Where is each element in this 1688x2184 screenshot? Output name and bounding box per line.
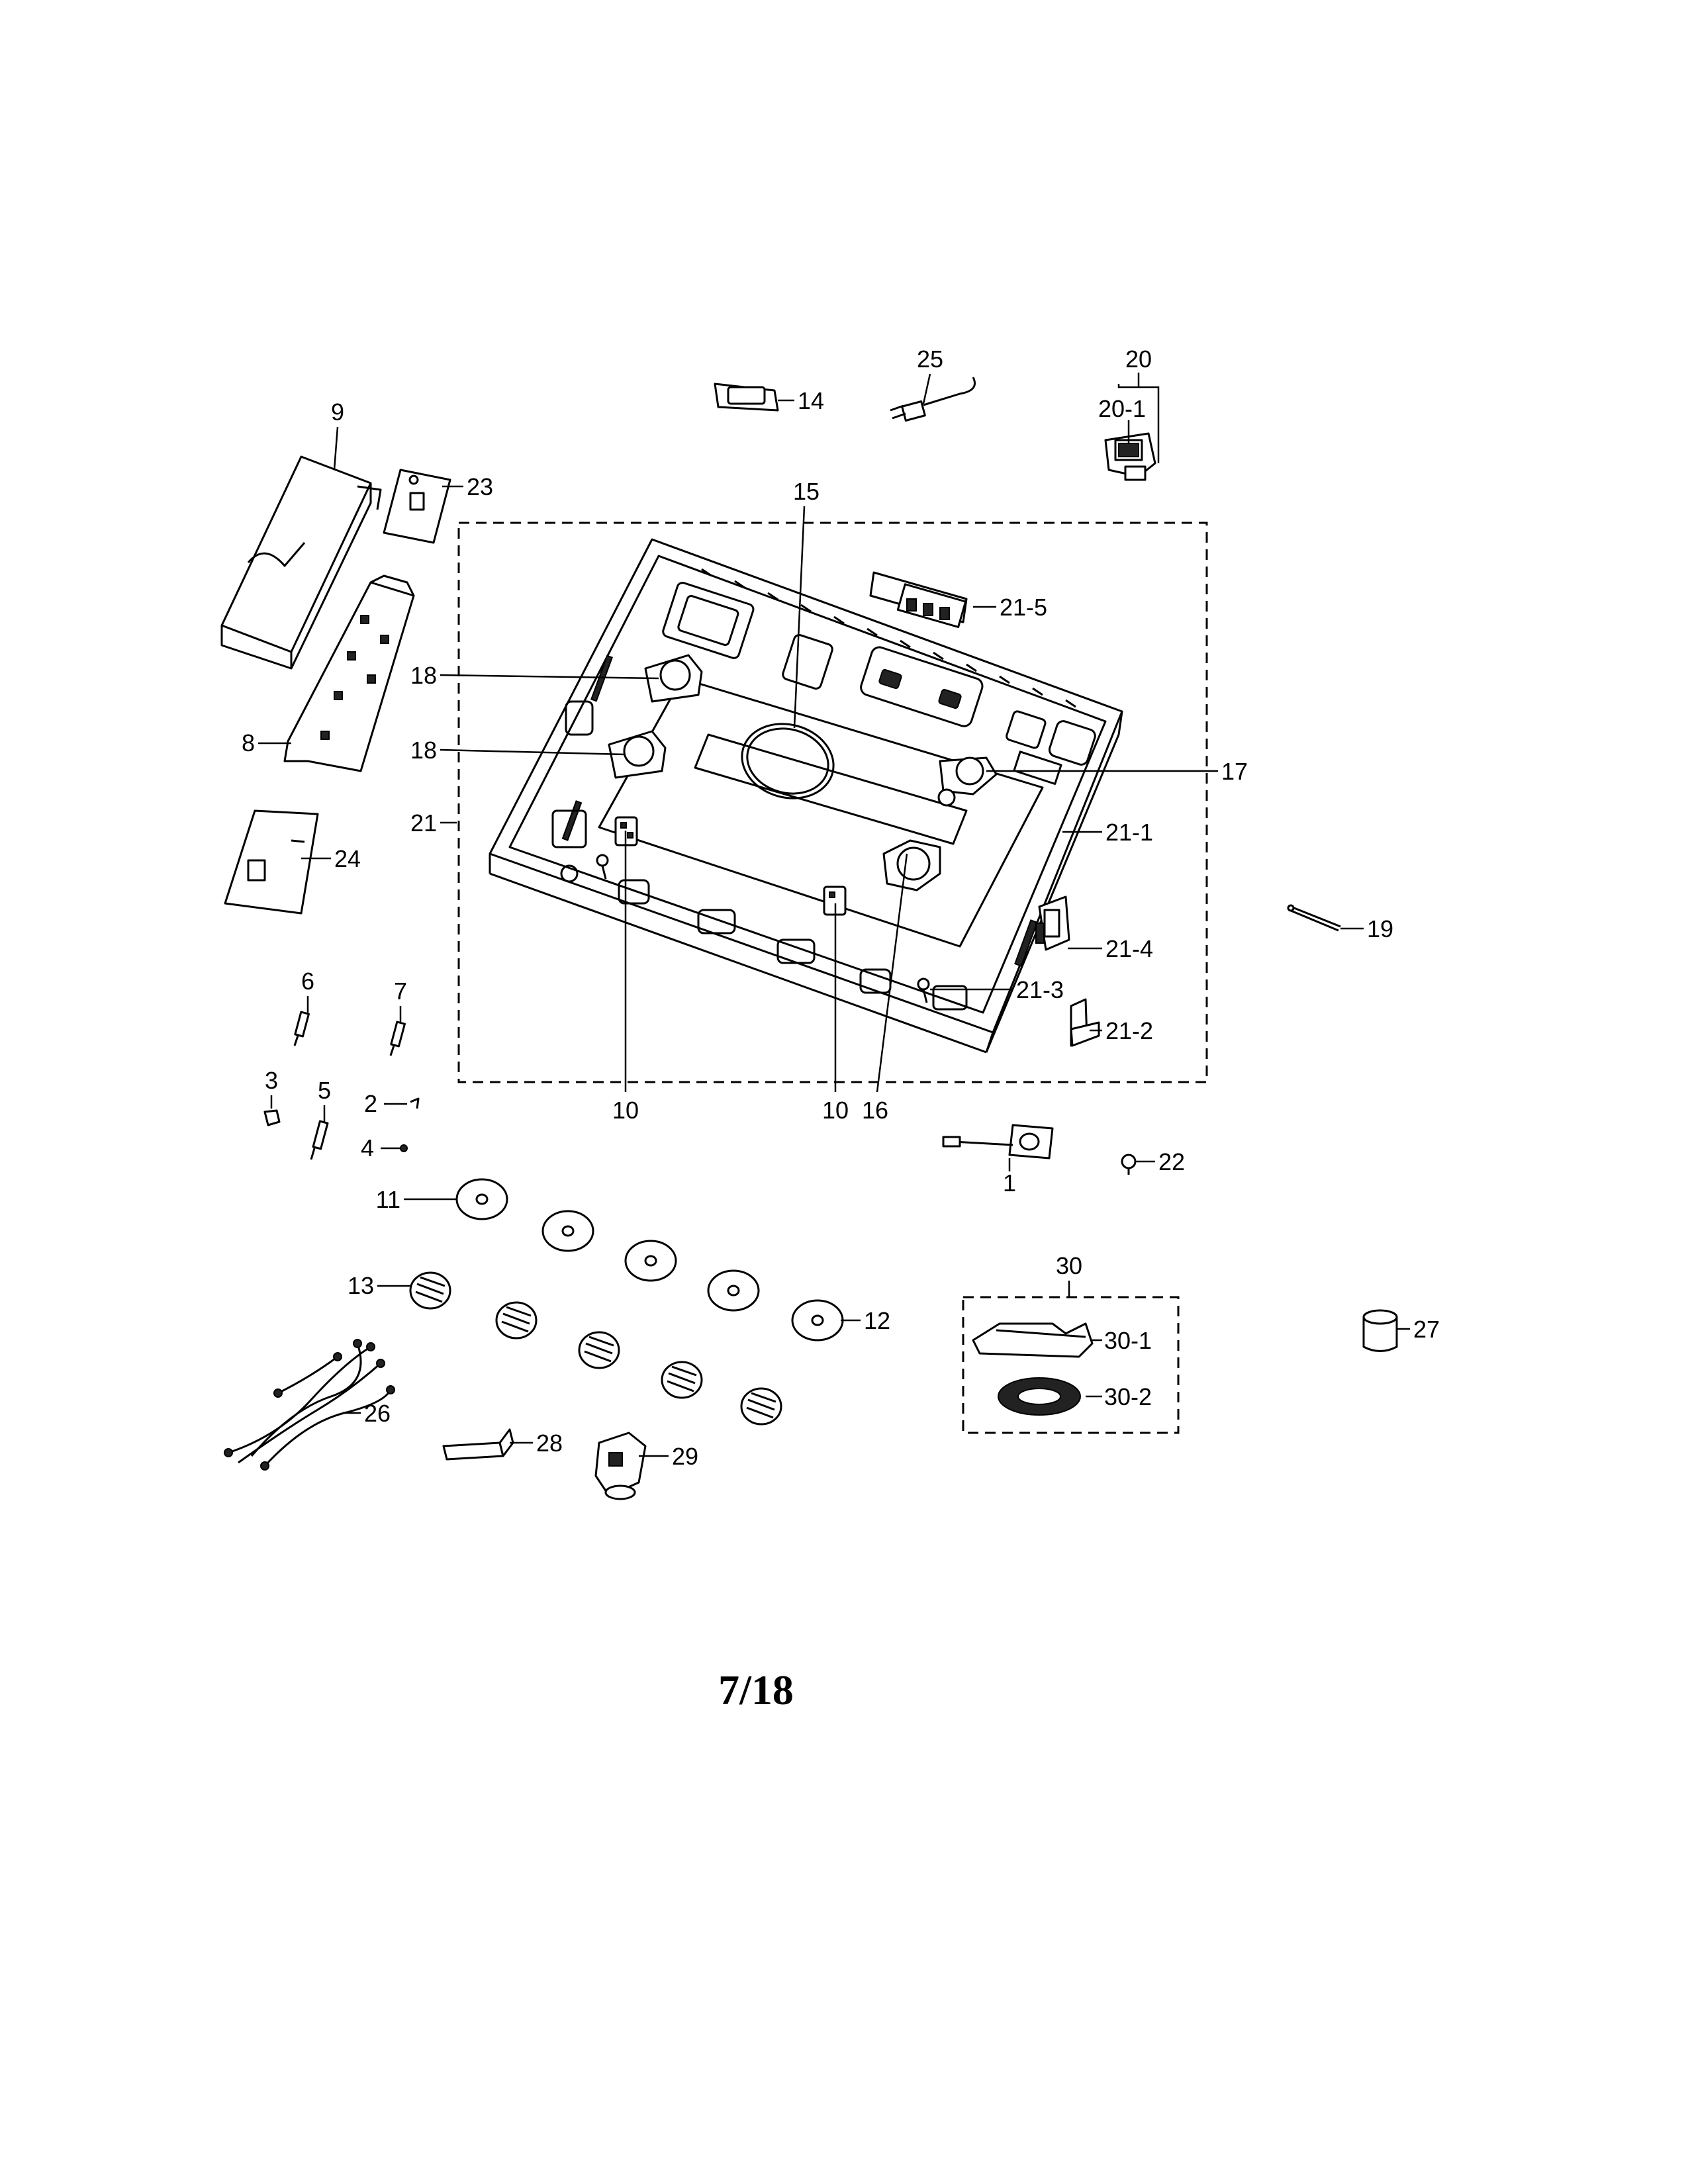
callout-30: 30 bbox=[1056, 1252, 1082, 1279]
callout-26: 26 bbox=[364, 1400, 391, 1427]
part-30-2-gasket bbox=[998, 1377, 1102, 1416]
page-number: 7/18 bbox=[718, 1666, 794, 1713]
callout-21: 21 bbox=[410, 809, 437, 837]
callout-15: 15 bbox=[793, 478, 820, 505]
callout-16: 16 bbox=[862, 1097, 888, 1124]
callout-12: 12 bbox=[864, 1307, 890, 1334]
callout-18-lower: 18 bbox=[410, 737, 437, 764]
part-21-2-bracket bbox=[1070, 998, 1100, 1047]
callout-14: 14 bbox=[798, 387, 824, 414]
part-24-pcb bbox=[224, 809, 331, 915]
part-22-screw bbox=[1121, 1154, 1155, 1175]
callout-13: 13 bbox=[348, 1272, 374, 1299]
callout-29: 29 bbox=[672, 1443, 698, 1470]
callout-8: 8 bbox=[242, 729, 255, 756]
part-21-5-bracket bbox=[869, 571, 968, 628]
part-6-sensor bbox=[293, 996, 310, 1046]
callout-22: 22 bbox=[1158, 1148, 1185, 1175]
part-30-1-base bbox=[972, 1322, 1102, 1358]
callout-9: 9 bbox=[331, 398, 344, 426]
callout-28: 28 bbox=[536, 1430, 563, 1457]
part-20-switch bbox=[1104, 373, 1160, 481]
callout-20-1: 20-1 bbox=[1098, 395, 1146, 422]
callout-3: 3 bbox=[265, 1067, 278, 1094]
part-13-knob-group bbox=[377, 1271, 782, 1426]
callout-10-left: 10 bbox=[612, 1097, 639, 1124]
callout-10-right: 10 bbox=[822, 1097, 849, 1124]
callout-24: 24 bbox=[334, 845, 361, 872]
part-12-ring bbox=[791, 1299, 861, 1342]
part-29-valve bbox=[594, 1432, 669, 1500]
callout-2: 2 bbox=[364, 1090, 377, 1117]
callout-7: 7 bbox=[394, 978, 407, 1005]
callout-1: 1 bbox=[1003, 1169, 1016, 1197]
callout-20: 20 bbox=[1125, 345, 1152, 373]
callout-21-3: 21-3 bbox=[1016, 976, 1064, 1003]
part-1-sensor bbox=[942, 1124, 1054, 1171]
callout-21-4: 21-4 bbox=[1105, 935, 1153, 962]
part-21-4-latch bbox=[1035, 895, 1070, 951]
callout-labels: 1 2 3 4 5 6 7 8 9 10 10 11 12 13 14 15 1… bbox=[242, 345, 1440, 1470]
part-9-cover bbox=[220, 426, 382, 670]
part-11-ring-group bbox=[404, 1178, 760, 1312]
callout-21-1: 21-1 bbox=[1105, 819, 1153, 846]
callout-21-5: 21-5 bbox=[1000, 594, 1047, 621]
part-21-3-screw bbox=[917, 978, 930, 1003]
part-14-bracket bbox=[714, 383, 794, 412]
part-28-bracket bbox=[442, 1428, 533, 1461]
callout-17: 17 bbox=[1221, 758, 1248, 785]
part-25-power-cord bbox=[890, 373, 976, 422]
assembly-30-boundary bbox=[962, 1296, 1180, 1434]
part-4-pin bbox=[381, 1144, 408, 1152]
part-8-pcb bbox=[258, 574, 415, 772]
part-7-sensor bbox=[389, 1006, 406, 1056]
part-21-3-screw-left bbox=[596, 854, 609, 880]
callout-11: 11 bbox=[376, 1186, 400, 1213]
part-15-gasket bbox=[741, 723, 835, 799]
part-27-cup bbox=[1362, 1309, 1410, 1352]
part-21-main-tray bbox=[489, 538, 1123, 1054]
part-18-bracket-upper bbox=[644, 654, 703, 703]
callout-27: 27 bbox=[1413, 1316, 1440, 1343]
part-17-bracket bbox=[937, 756, 998, 807]
part-5-sensor bbox=[310, 1105, 329, 1160]
callout-19: 19 bbox=[1367, 915, 1393, 942]
callout-25: 25 bbox=[917, 345, 943, 373]
part-19-rod bbox=[1287, 904, 1364, 932]
part-18-bracket-lower bbox=[608, 730, 667, 779]
callout-30-2: 30-2 bbox=[1104, 1383, 1152, 1410]
callout-23: 23 bbox=[467, 473, 493, 500]
callout-30-1: 30-1 bbox=[1104, 1327, 1152, 1354]
part-16-bracket bbox=[882, 839, 941, 891]
part-3-nut bbox=[263, 1095, 281, 1126]
callout-5: 5 bbox=[318, 1077, 331, 1104]
part-2-clip bbox=[384, 1097, 420, 1109]
callout-21-2: 21-2 bbox=[1105, 1017, 1153, 1044]
part-23-pcb bbox=[383, 469, 463, 544]
part-10-clip-right bbox=[823, 886, 847, 916]
part-26-wire-harness bbox=[224, 1339, 395, 1471]
callout-6: 6 bbox=[301, 968, 314, 995]
callout-4: 4 bbox=[361, 1134, 374, 1161]
callout-18-upper: 18 bbox=[410, 662, 437, 689]
